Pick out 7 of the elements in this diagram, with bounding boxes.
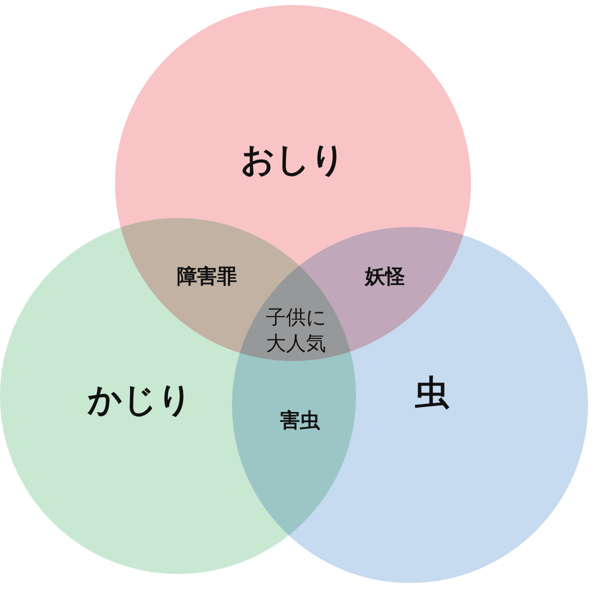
- overlap-label: 害虫: [280, 407, 320, 433]
- overlap-label: 妖怪: [365, 263, 405, 289]
- set-label: 虫: [415, 372, 449, 415]
- overlap-label: 子供に大人気: [265, 304, 327, 356]
- overlap-label: 障害罪: [177, 263, 237, 289]
- set-label: おしり: [240, 139, 346, 182]
- set-label: かじり: [88, 379, 192, 422]
